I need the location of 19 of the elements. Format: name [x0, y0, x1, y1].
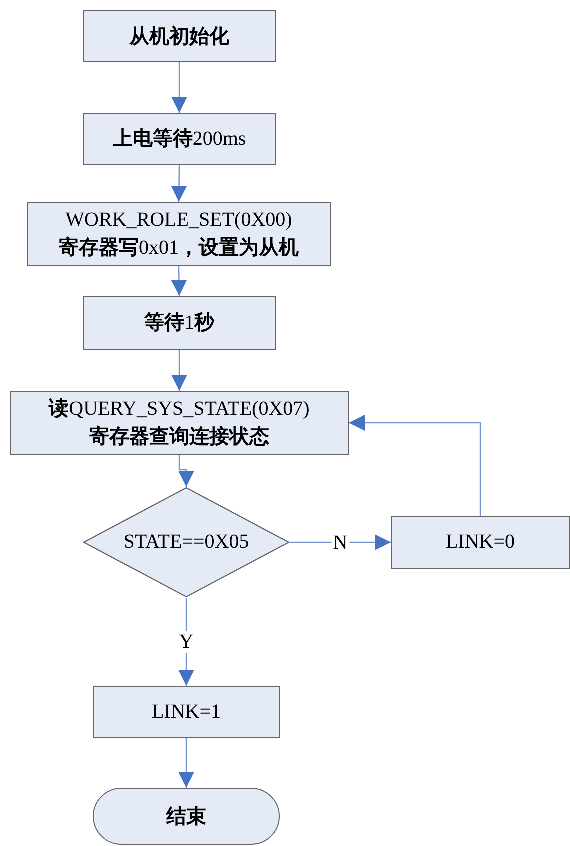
arrow: [172, 62, 188, 113]
arrow: [178, 598, 194, 686]
arrow: [349, 415, 482, 516]
process-box: 读QUERY_SYS_STATE(0X07) 寄存器查询连接状态: [10, 391, 349, 455]
arrow: [171, 266, 188, 296]
arrow: [178, 738, 194, 788]
process-box: LINK=0: [391, 516, 570, 569]
process-box: 等待1秒: [83, 296, 276, 350]
arrow: [171, 165, 188, 202]
decision-diamond: STATE==0X05: [83, 487, 290, 598]
edge-label: Y: [177, 631, 196, 653]
arrow: [172, 350, 188, 391]
process-box: WORK_ROLE_SET(0X00) 寄存器写0x01，设置为从机: [27, 202, 331, 266]
process-box: LINK=1: [93, 686, 280, 738]
process-box: 从机初始化: [83, 10, 276, 62]
terminator-box: 结束: [93, 788, 280, 845]
process-box: 上电等待200ms: [83, 113, 276, 165]
arrow: [178, 455, 194, 487]
arrow: [290, 534, 391, 550]
